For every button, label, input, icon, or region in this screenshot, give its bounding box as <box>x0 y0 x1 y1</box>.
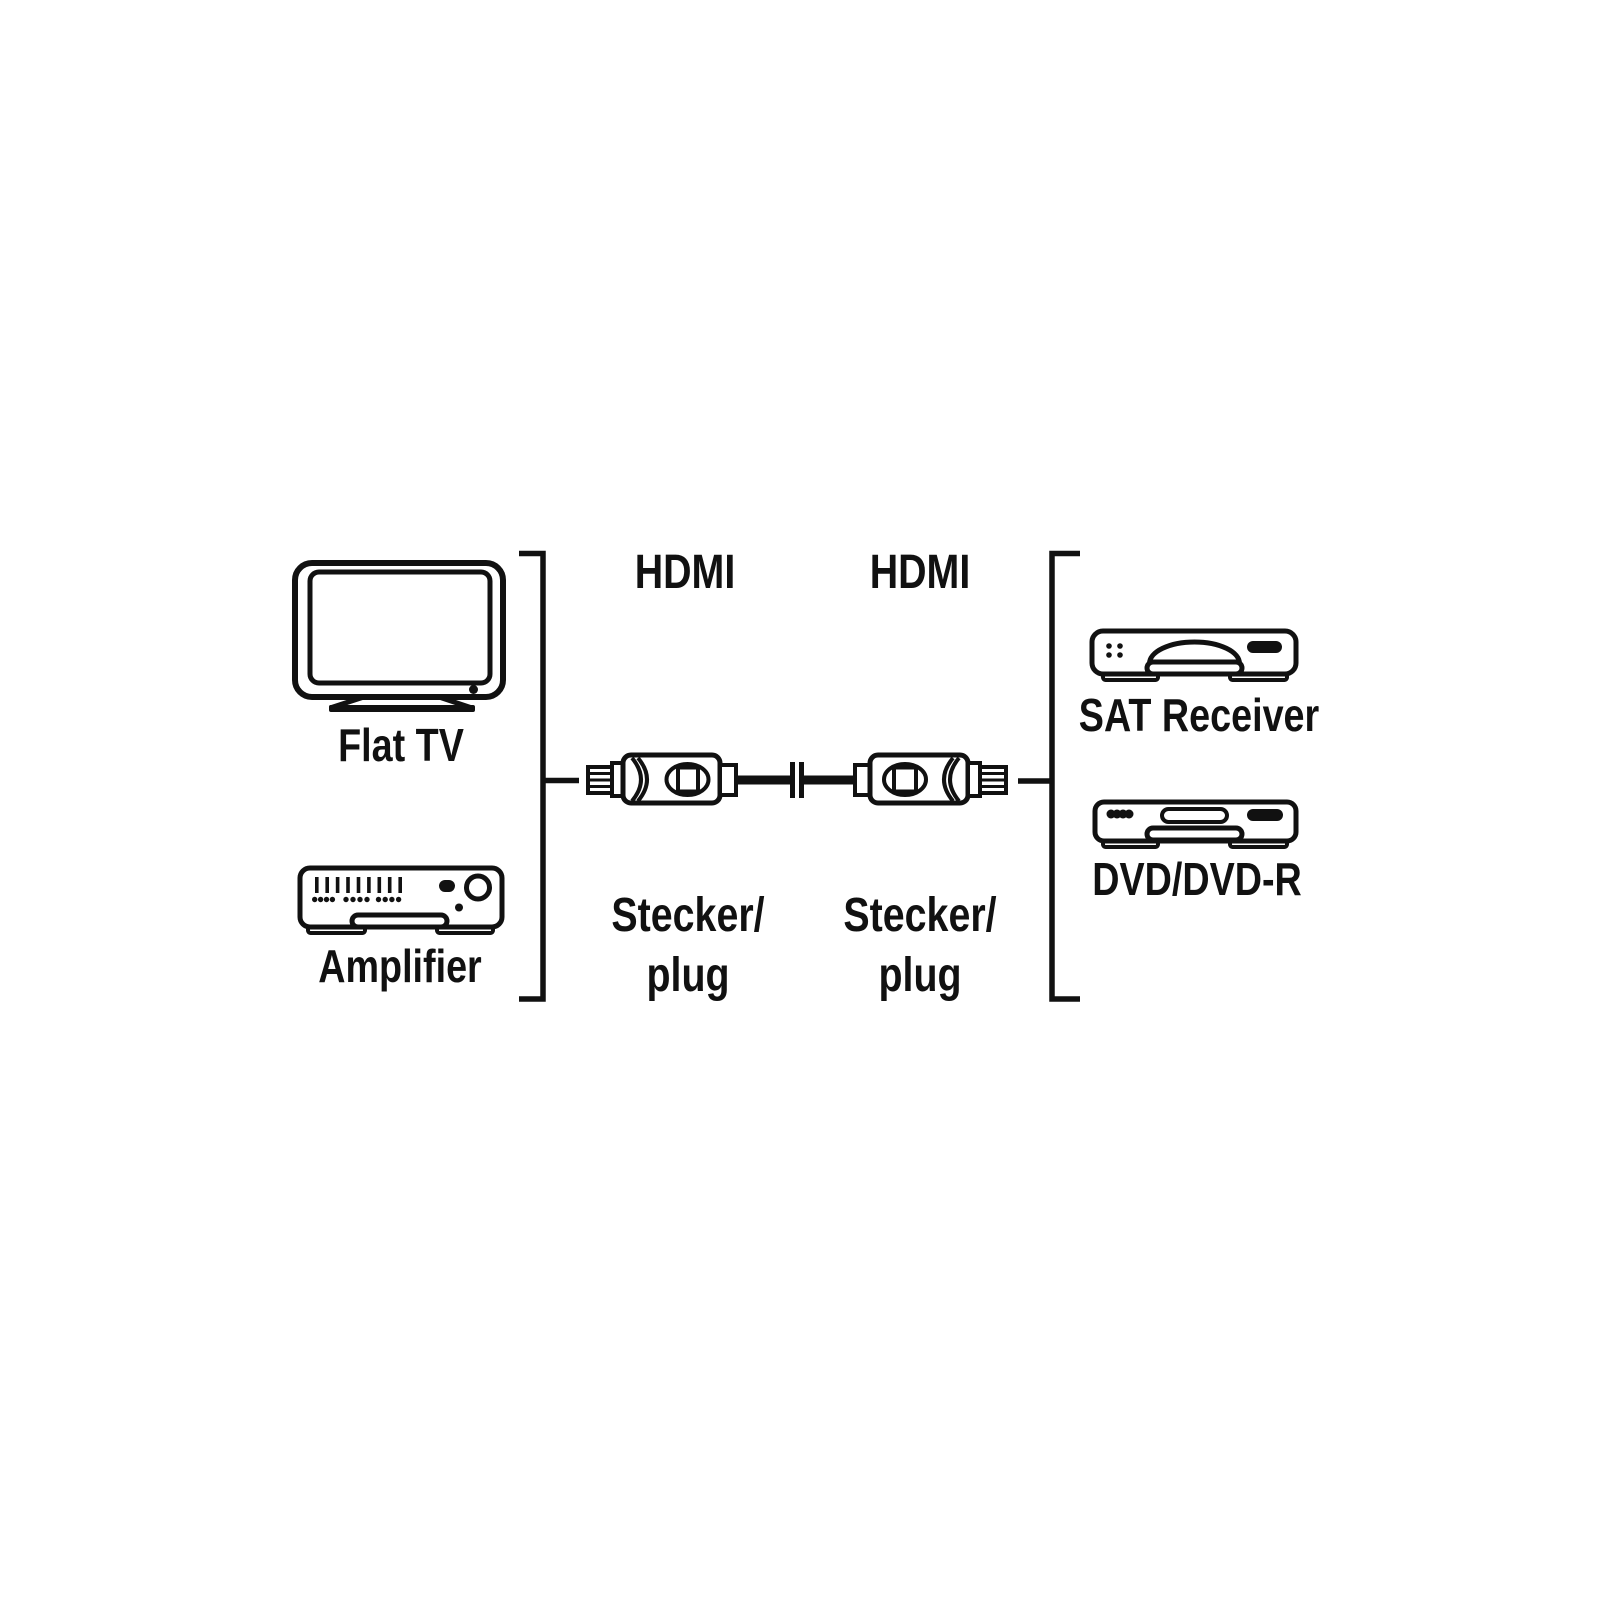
sat-receiver-label: SAT Receiver <box>1078 689 1320 741</box>
plug-label-right-line1: Stecker/ <box>843 889 997 942</box>
plug-label-left-line1: Stecker/ <box>611 889 765 942</box>
flat-tv-label: Flat TV <box>338 719 464 771</box>
left-bracket <box>519 550 579 1002</box>
plug-label-left-line2: plug <box>646 949 730 1002</box>
plug-label-right-line2: plug <box>878 949 962 1002</box>
amplifier-label: Amplifier <box>318 940 482 992</box>
dvd-recorder-label: DVD/DVD-R <box>1092 853 1302 905</box>
sat-receiver-icon <box>1089 628 1299 682</box>
dvd-recorder-icon <box>1092 799 1299 849</box>
flat-tv-icon <box>292 560 506 712</box>
hdmi-label-left: HDMI <box>634 546 736 599</box>
plug-label-left: Stecker/ plug <box>611 886 764 1006</box>
hdmi-label-right: HDMI <box>869 546 971 599</box>
amplifier-icon <box>297 865 505 935</box>
right-bracket <box>1018 550 1080 1002</box>
plug-label-right: Stecker/ plug <box>843 886 996 1006</box>
hdmi-cable-icon <box>586 752 1008 806</box>
